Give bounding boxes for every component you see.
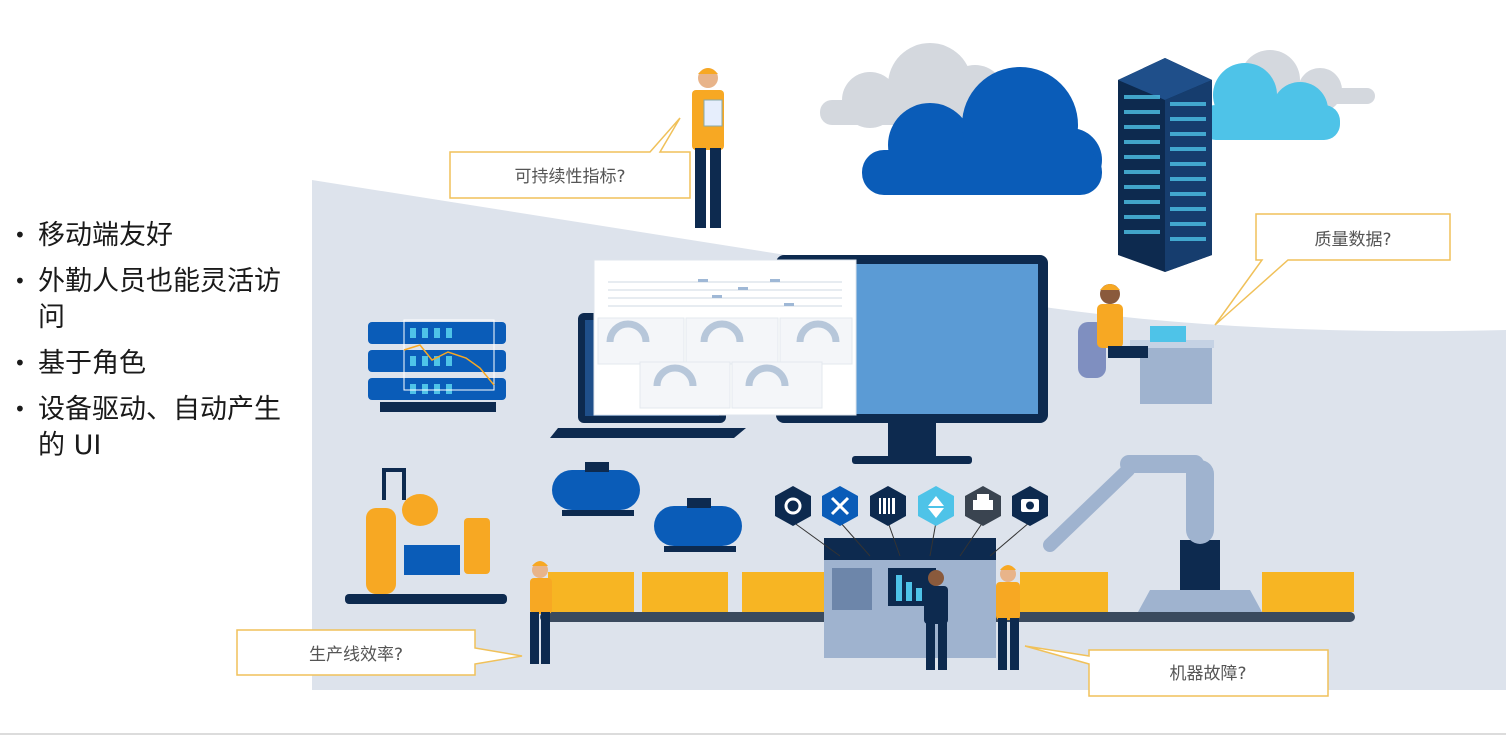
callout-sustainability-text: 可持续性指标? [514, 167, 625, 187]
dashboard-panel [593, 259, 857, 416]
worker-clipboard [692, 68, 724, 228]
tools-icon [822, 486, 858, 526]
worker-tablet [530, 561, 552, 664]
callout-sustainability: 可持续性指标? [449, 117, 691, 199]
barcode-icon [870, 486, 906, 526]
cloud-brand-blue [862, 67, 1102, 195]
feature-item: 外勤人员也能灵活访问 [14, 263, 304, 336]
processing-machine [345, 468, 507, 604]
server-rack [368, 319, 506, 412]
camera-icon [1012, 486, 1048, 526]
callout-machine-fault-text: 机器故障? [1169, 664, 1246, 684]
robotic-arm [1043, 455, 1262, 612]
gears-icon [775, 486, 811, 526]
desk-worker [1078, 284, 1214, 404]
transfer-icon [918, 486, 954, 526]
callout-line-efficiency-text: 生产线效率? [309, 645, 403, 665]
feature-item: 移动端友好 [14, 217, 304, 254]
feature-item: 设备驱动、自动产生的 UI [14, 391, 304, 464]
callout-quality: 质量数据? [1214, 213, 1451, 326]
callout-quality-text: 质量数据? [1314, 230, 1391, 250]
storage-tank [654, 498, 742, 552]
icon-connectors [792, 521, 1031, 557]
control-machine [824, 538, 996, 658]
skyscraper [1118, 58, 1212, 272]
printer-icon [965, 486, 1001, 526]
feature-list: 移动端友好 外勤人员也能灵活访问 基于角色 设备驱动、自动产生的 UI [14, 217, 304, 474]
callout-line-efficiency: 生产线效率? [236, 629, 523, 676]
storage-tank [552, 462, 640, 516]
worker-operator [924, 570, 948, 670]
worker-inspector [996, 565, 1020, 670]
cloud-sky-blue [1200, 63, 1340, 140]
conveyor-belt [540, 572, 1355, 622]
callout-machine-fault: 机器故障? [1024, 645, 1329, 697]
feature-item: 基于角色 [14, 345, 304, 382]
